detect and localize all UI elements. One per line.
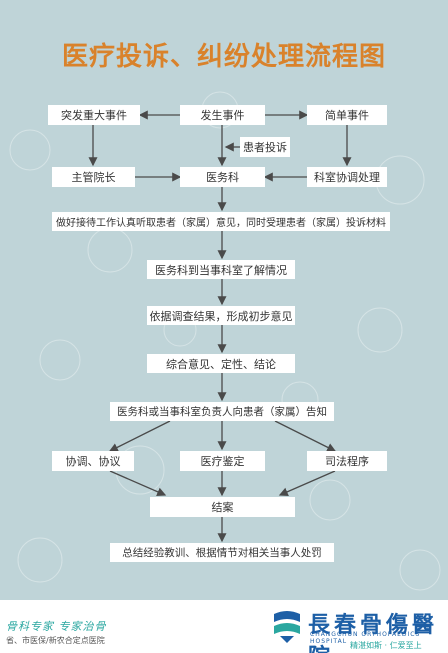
- hospital-name-en: CHANGCHUN ORTHOPAEDICS HOSPITAL: [310, 631, 421, 645]
- node-comprehensive: 综合意见、定性、结论: [147, 354, 295, 373]
- page-title: 医疗投诉、纠纷处理流程图: [61, 42, 386, 72]
- node-dept-handling: 科室协调处理: [307, 167, 387, 187]
- arrow-negotiation-to-close: [109, 470, 167, 497]
- node-inform: 医务科或当事科室负责人向患者（家属）告知: [110, 402, 334, 421]
- footer-slogan: 骨科专家 专家治骨: [6, 620, 107, 633]
- node-dean: 主管院长: [52, 167, 135, 187]
- node-event-occurs: 发生事件: [180, 105, 265, 125]
- node-investigate: 医务科到当事科室了解情况: [147, 260, 295, 279]
- footer-bar: [0, 600, 448, 653]
- footer-designation: 省、市医保/新农合定点医院: [6, 636, 105, 645]
- node-receive: 做好接待工作认真听取患者（家属）意见，同时受理患者（家属）投诉材料: [52, 212, 390, 231]
- node-preliminary: 依据调查结果，形成初步意见: [147, 306, 295, 325]
- node-patient-complaint: 患者投诉: [240, 137, 290, 157]
- flow-arrows: [88, 110, 352, 543]
- arrow-judicial-to-close: [278, 470, 336, 497]
- hospital-motto: 精湛如斯 · 仁爱至上: [350, 641, 422, 650]
- node-negotiation: 协调、协议: [52, 451, 134, 471]
- arrow-inform-to-negotiation: [108, 420, 171, 452]
- hospital-name: 長春骨傷醫院: [308, 612, 439, 653]
- hospital-logo-icon: [274, 611, 300, 643]
- node-close: 结案: [150, 497, 295, 517]
- node-judicial: 司法程序: [307, 451, 387, 471]
- node-medical-affairs: 医务科: [180, 167, 265, 187]
- node-major-event: 突发重大事件: [48, 105, 140, 125]
- node-appraisal: 医疗鉴定: [180, 451, 265, 471]
- arrow-inform-to-judicial: [274, 420, 337, 452]
- node-summary: 总结经验教训、根据情节对相关当事人处罚: [110, 543, 334, 562]
- node-simple-event: 简单事件: [307, 105, 387, 125]
